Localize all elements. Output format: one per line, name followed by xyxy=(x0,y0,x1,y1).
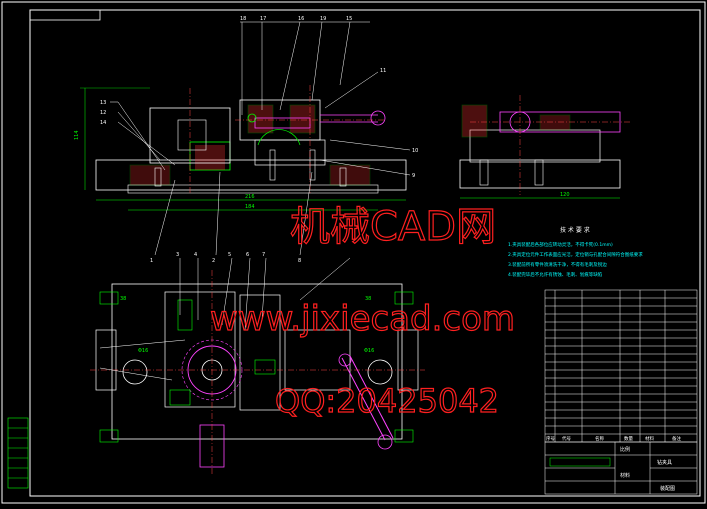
balloon-17: 17 xyxy=(260,16,266,22)
bom-col-remark: 备注 xyxy=(672,435,681,442)
front-view-leaders xyxy=(110,21,411,256)
dim-plan-left: 38 xyxy=(120,296,126,302)
balloon-19: 19 xyxy=(320,16,326,22)
watermark: 机械CAD网 www.jixiecad.com QQ:20425042 xyxy=(209,203,515,420)
bom-col-index: 序号 xyxy=(546,435,555,442)
title-name: 钻夹具 xyxy=(657,459,672,466)
title-material: 材料 xyxy=(620,472,630,479)
balloon-10: 10 xyxy=(412,148,418,154)
bom-header: 序号 代号 名称 数量 材料 备注 xyxy=(546,435,681,442)
balloon-1: 1 xyxy=(150,258,153,264)
balloon-7: 7 xyxy=(262,252,265,258)
plan-view-balloons: 3 4 5 6 7 xyxy=(176,252,265,258)
bom-table xyxy=(544,289,698,443)
balloon-6: 6 xyxy=(246,252,249,258)
balloon-12: 12 xyxy=(100,110,106,116)
balloon-14: 14 xyxy=(100,120,106,126)
title-drawing-type: 装配图 xyxy=(660,485,675,492)
plan-view: 38 38 Φ16 Φ16 xyxy=(90,270,425,475)
bom-col-name: 名称 xyxy=(595,435,604,442)
watermark-line-3: QQ:20425042 xyxy=(275,382,499,420)
inner-frame xyxy=(29,9,701,497)
dim-top-view-width-2: 184 xyxy=(245,204,255,210)
balloon-18: 18 xyxy=(240,16,246,22)
dim-top-view-height: 114 xyxy=(74,130,80,140)
balloon-9: 9 xyxy=(412,173,415,179)
bom-col-material: 材料 xyxy=(645,435,654,442)
balloon-4: 4 xyxy=(194,252,197,258)
corner-box xyxy=(29,9,101,21)
balloon-11: 11 xyxy=(380,68,386,74)
tech-requirements: 技 术 要 求 1.夹具装配后各部位应转动灵活，不得卡死(0.1mm) 2.夹具… xyxy=(508,226,643,278)
title-block-text: 钻夹具 装配图 比例 材料 xyxy=(620,446,675,492)
plan-view-leaders xyxy=(99,257,351,381)
title-scale: 比例 xyxy=(620,446,630,453)
dim-plan-hole-right: Φ16 xyxy=(364,348,374,354)
watermark-line-2: www.jixiecad.com xyxy=(210,299,515,339)
side-view: 120 xyxy=(459,95,630,199)
dim-top-view-width-1: 216 xyxy=(245,194,255,200)
title-block xyxy=(544,441,698,495)
tech-req-heading: 技 术 要 求 xyxy=(560,226,590,234)
bom-col-code: 代号 xyxy=(562,435,571,442)
watermark-line-1: 机械CAD网 xyxy=(290,204,496,250)
tech-req-line-2: 2.夹具定位元件工作表面应光洁，定位销与孔配合间隙符合图纸要求 xyxy=(508,251,643,258)
dim-plan-right: 38 xyxy=(365,296,371,302)
front-view: 114 216 184 xyxy=(74,85,407,211)
balloon-5: 5 xyxy=(228,252,231,258)
tech-req-line-3: 3.装配前所有零件须清洗干净，不得有毛刺及锐边 xyxy=(508,261,607,268)
tech-req-line-1: 1.夹具装配后各部位应转动灵活，不得卡死(0.1mm) xyxy=(508,241,613,248)
balloon-16: 16 xyxy=(298,16,304,22)
left-side-strip xyxy=(7,417,29,489)
dim-side-view-width: 120 xyxy=(560,192,570,198)
balloon-3: 3 xyxy=(176,252,179,258)
tech-req-line-4: 4.装配完毕后不允许有锈蚀、毛刺、划痕等缺陷 xyxy=(508,271,603,278)
balloon-13: 13 xyxy=(100,100,106,106)
dim-plan-hole-left: Φ16 xyxy=(138,348,148,354)
balloon-15: 15 xyxy=(346,16,352,22)
balloon-2: 2 xyxy=(212,258,215,264)
balloon-8: 8 xyxy=(298,258,301,264)
bom-col-qty: 数量 xyxy=(624,435,633,442)
front-view-balloons: 18 17 16 19 15 11 13 12 14 10 9 1 2 8 xyxy=(100,16,418,264)
